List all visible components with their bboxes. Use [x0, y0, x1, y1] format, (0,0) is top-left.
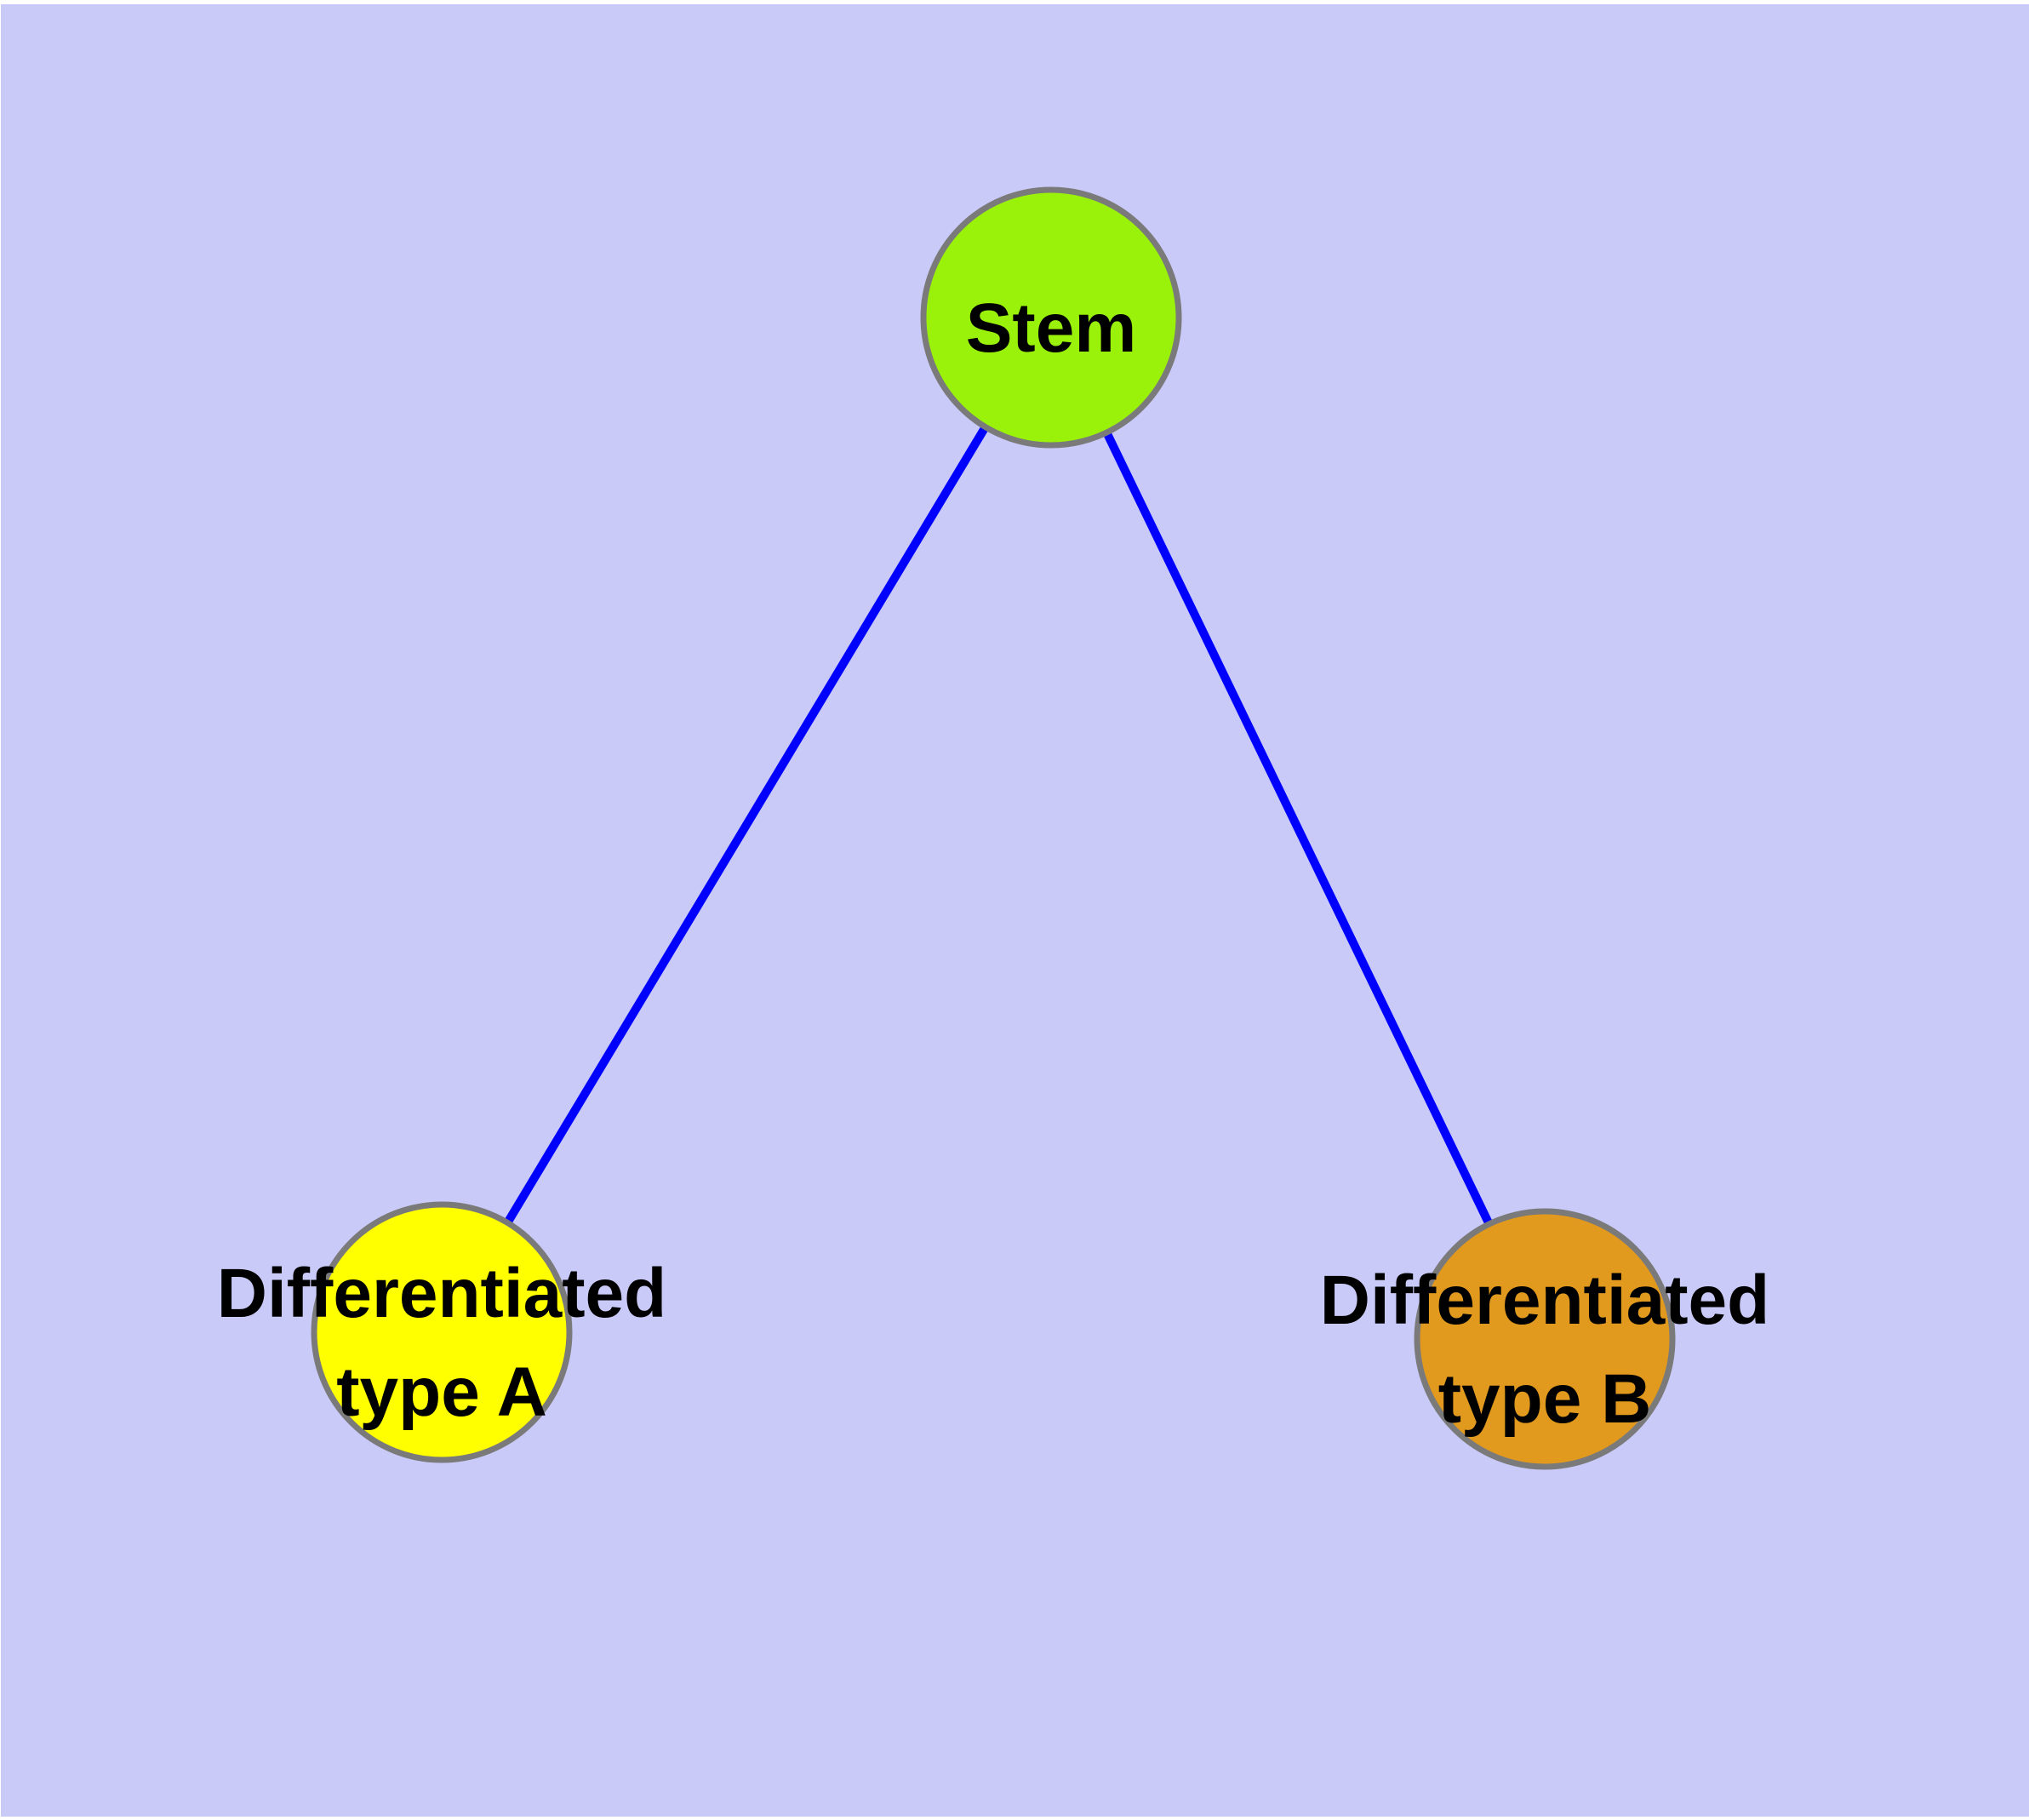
node-stem: Stem — [920, 186, 1182, 449]
node-label-line: Differentiated — [1320, 1262, 1770, 1339]
node-label-stem: Stem — [966, 289, 1137, 367]
edge-layer — [437, 315, 1549, 1342]
edge-stem-to-type-b — [1047, 315, 1549, 1342]
node-label-line: type B — [1438, 1360, 1652, 1438]
node-label-line: Differentiated — [217, 1255, 667, 1332]
node-type-a: Differentiated type A — [217, 1201, 667, 1463]
node-circle-type-a — [311, 1201, 573, 1463]
edge-stem-to-type-a — [437, 315, 1055, 1335]
node-label-line: type A — [336, 1354, 547, 1431]
node-label-line: Stem — [966, 289, 1137, 367]
node-label-type-a: Differentiated type A — [217, 1255, 667, 1431]
node-circle-stem — [920, 186, 1182, 449]
node-label-type-b: Differentiated type B — [1320, 1262, 1770, 1438]
node-type-b: Differentiated type B — [1320, 1208, 1770, 1470]
node-circle-type-b — [1414, 1208, 1676, 1470]
